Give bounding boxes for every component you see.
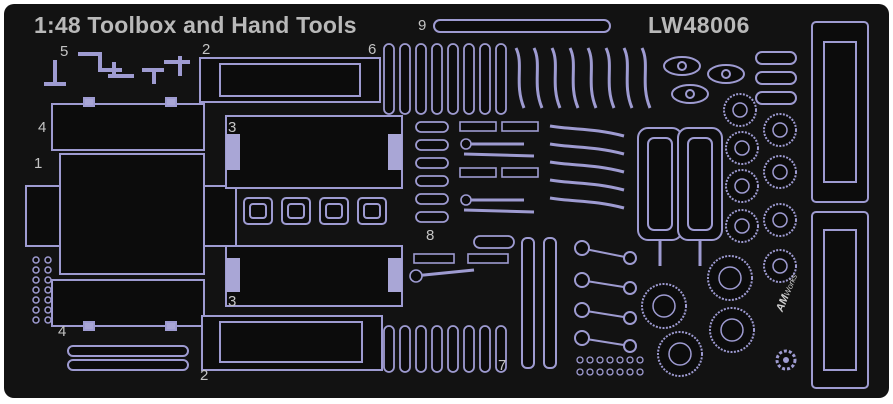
file-tool — [67, 345, 189, 357]
photo-etch-fret: 1:48 Toolbox and Hand Tools LW48006 1 2 … — [4, 4, 889, 398]
part-9-strip — [433, 19, 611, 33]
part-3-tray-top — [225, 115, 403, 189]
part-5-handle-e — [164, 56, 190, 76]
part-3-tray-bottom — [225, 245, 403, 307]
part-number-7: 7 — [498, 357, 507, 374]
fret-parts-drawing — [25, 19, 869, 389]
part-number-5: 5 — [60, 43, 69, 60]
part-7-file — [521, 237, 535, 369]
part-5-handle-c — [108, 62, 134, 78]
part-4-panel-bottom — [51, 279, 205, 327]
gear-icon — [775, 349, 797, 371]
part-number-6: 6 — [368, 41, 377, 58]
part-number-4: 4 — [38, 119, 47, 136]
part-4-panel-top — [51, 103, 205, 151]
product-code: LW48006 — [648, 12, 750, 38]
sheet-title: 1:48 Toolbox and Hand Tools — [34, 12, 357, 38]
part-5-handle-d — [142, 68, 164, 84]
part-number-3: 3 — [228, 119, 237, 136]
part-number-8: 8 — [426, 227, 435, 244]
part-number-4: 4 — [58, 323, 67, 340]
part-number-9: 9 — [418, 17, 427, 34]
part-number-1: 1 — [34, 155, 43, 172]
part-5-t-handle — [44, 60, 66, 86]
part-number-2: 2 — [200, 367, 209, 384]
part-number-3: 3 — [228, 293, 237, 310]
part-1-main-box — [25, 185, 61, 247]
part-5-handle-b — [78, 52, 122, 72]
part-number-2: 2 — [202, 41, 211, 58]
